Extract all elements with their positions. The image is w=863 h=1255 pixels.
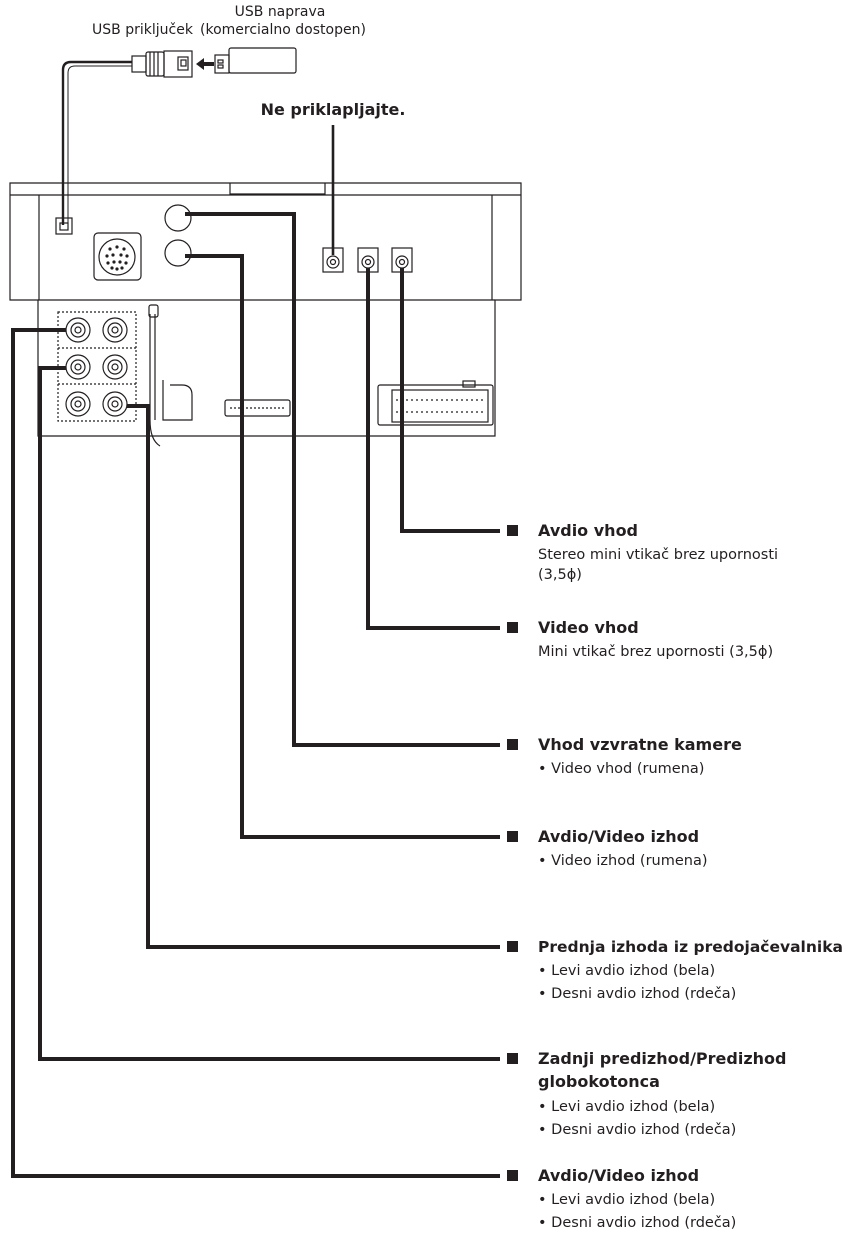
connection-detail: • Desni avdio izhod (rdeča) xyxy=(538,1122,737,1138)
usb-device-label-line1: USB naprava xyxy=(234,4,326,20)
usb-port-label: USB priključek xyxy=(92,22,193,38)
connection-detail: Stereo mini vtikač brez upornosti xyxy=(538,547,779,563)
bullet-square xyxy=(507,525,518,536)
insert-arrow xyxy=(196,58,214,70)
bullet-square xyxy=(507,831,518,842)
connection-title: Avdio vhod xyxy=(538,521,639,540)
din-connector xyxy=(93,232,142,281)
rca-block xyxy=(57,311,137,422)
connection-title: Prednja izhoda iz predojačevalnika xyxy=(538,938,843,956)
connection-detail: • Video izhod (rumena) xyxy=(538,853,708,869)
leader-lines xyxy=(11,125,500,1178)
connection-detail: • Desni avdio izhod (rdeča) xyxy=(538,986,737,1002)
connection-detail: (3,5ϕ) xyxy=(538,567,582,583)
connection-detail: Mini vtikač brez upornosti (3,5ϕ) xyxy=(538,644,774,660)
head-unit-drawing xyxy=(9,47,522,447)
harness-connector xyxy=(377,384,494,426)
rca-jacks xyxy=(65,317,128,417)
connection-title: Zadnji predizhod/Predizhod xyxy=(538,1049,787,1068)
connection-detail: • Desni avdio izhod (rdeča) xyxy=(538,1215,737,1231)
connection-title: Vhod vzvratne kamere xyxy=(538,735,742,754)
connection-detail: • Levi avdio izhod (bela) xyxy=(538,1192,716,1208)
usb-cable xyxy=(61,60,132,225)
connection-title: Avdio/Video izhod xyxy=(538,1166,700,1185)
do-not-connect-label: Ne priklapljajte. xyxy=(260,100,406,119)
bullet-square xyxy=(507,1170,518,1181)
connection-detail: • Video vhod (rumena) xyxy=(538,761,705,777)
connection-detail: • Levi avdio izhod (bela) xyxy=(538,963,716,979)
connection-title: Avdio/Video izhod xyxy=(538,827,700,846)
usb-device-label-line2: (komercialno dostopen) xyxy=(200,22,366,38)
bullet-square xyxy=(507,739,518,750)
connection-title-line2: globokotonca xyxy=(538,1072,660,1091)
connection-title: Video vhod xyxy=(538,618,639,637)
bullet-square xyxy=(507,941,518,952)
chassis-top xyxy=(9,182,522,437)
connection-detail: • Levi avdio izhod (bela) xyxy=(538,1099,716,1115)
ribbon-connector xyxy=(224,399,291,417)
bullet-square xyxy=(507,1053,518,1064)
bullet-square xyxy=(507,622,518,633)
usb-connector xyxy=(131,55,147,73)
usb-device xyxy=(214,54,230,74)
